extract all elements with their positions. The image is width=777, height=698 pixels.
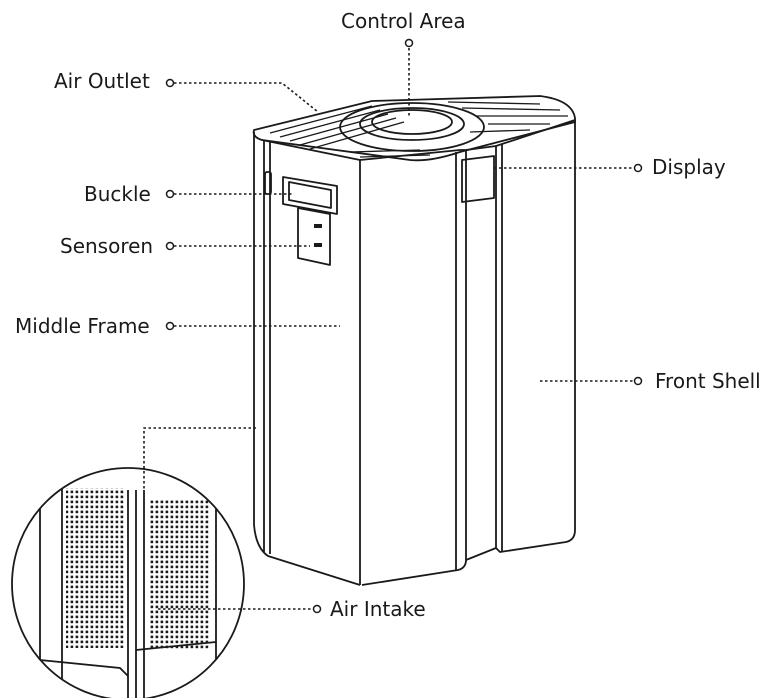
leader-lines	[143, 48, 634, 610]
label-air-intake: Air Intake	[330, 597, 426, 621]
front-shell-right-panel	[495, 119, 576, 553]
intake-grille-left	[66, 488, 124, 648]
front-shell-left-panel	[359, 149, 467, 586]
buckle	[282, 176, 338, 215]
control-ring-outer	[339, 102, 485, 152]
leader-markers	[165, 38, 643, 614]
purifier-body	[252, 95, 576, 586]
label-sensoren: Sensoren	[60, 234, 154, 258]
middle-frame-left	[253, 132, 361, 586]
top-lid	[252, 95, 576, 162]
label-middle-frame: Middle Frame	[15, 314, 150, 338]
air-intake-magnifier	[11, 467, 245, 698]
display-panel	[461, 155, 495, 203]
side-latch	[264, 171, 272, 195]
control-button	[371, 109, 453, 135]
label-air-outlet: Air Outlet	[54, 69, 150, 93]
label-front-shell: Front Shell	[655, 369, 761, 393]
sensor-window	[297, 207, 331, 266]
label-buckle: Buckle	[84, 182, 151, 206]
intake-grille-right	[150, 500, 210, 650]
label-display: Display	[652, 155, 726, 179]
label-control-area: Control Area	[341, 9, 466, 33]
middle-frame-front	[261, 139, 361, 585]
